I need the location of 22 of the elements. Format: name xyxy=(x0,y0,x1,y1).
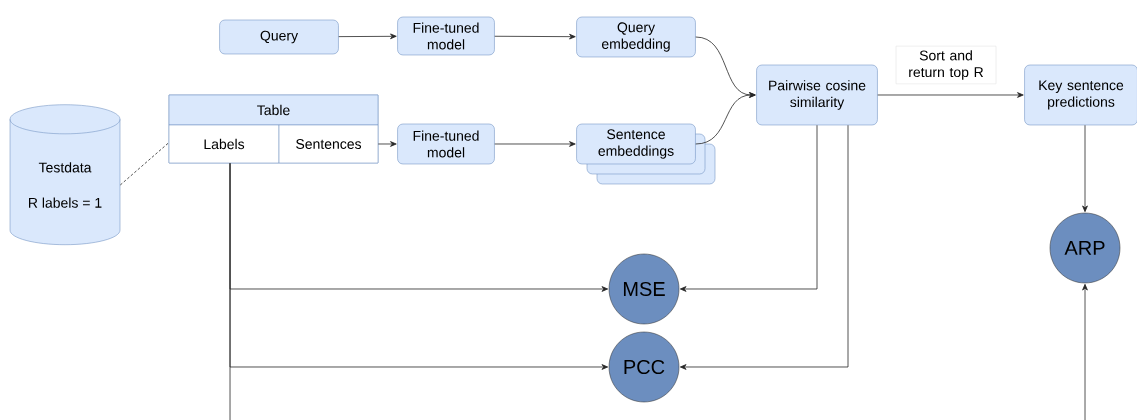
process-box: Query embedding xyxy=(576,16,696,58)
table-cell: Labels xyxy=(168,124,280,164)
edge-label: Sort and return top R xyxy=(895,45,997,85)
arrow xyxy=(377,141,397,147)
arrow xyxy=(1082,124,1088,213)
arrow xyxy=(679,124,818,292)
dotted-line xyxy=(119,142,170,186)
arrow xyxy=(494,33,576,40)
stacked-boxes: Sentence embeddings xyxy=(576,123,716,185)
table-cell: Sentences xyxy=(278,124,379,164)
process-box: Pairwise cosine similarity xyxy=(756,64,878,126)
process-box: Fine-tuned model xyxy=(397,16,495,56)
arrow xyxy=(1082,283,1088,420)
process-box: Key sentence predictions xyxy=(1024,64,1137,126)
database-cylinder: Testdata R labels = 1 xyxy=(9,104,121,245)
arrow xyxy=(494,141,576,147)
arrow xyxy=(695,92,756,145)
arrow xyxy=(338,33,397,40)
arrow xyxy=(679,124,849,370)
process-box: Fine-tuned model xyxy=(397,123,495,165)
process-box: Query xyxy=(219,19,339,55)
arrow xyxy=(877,92,1024,98)
